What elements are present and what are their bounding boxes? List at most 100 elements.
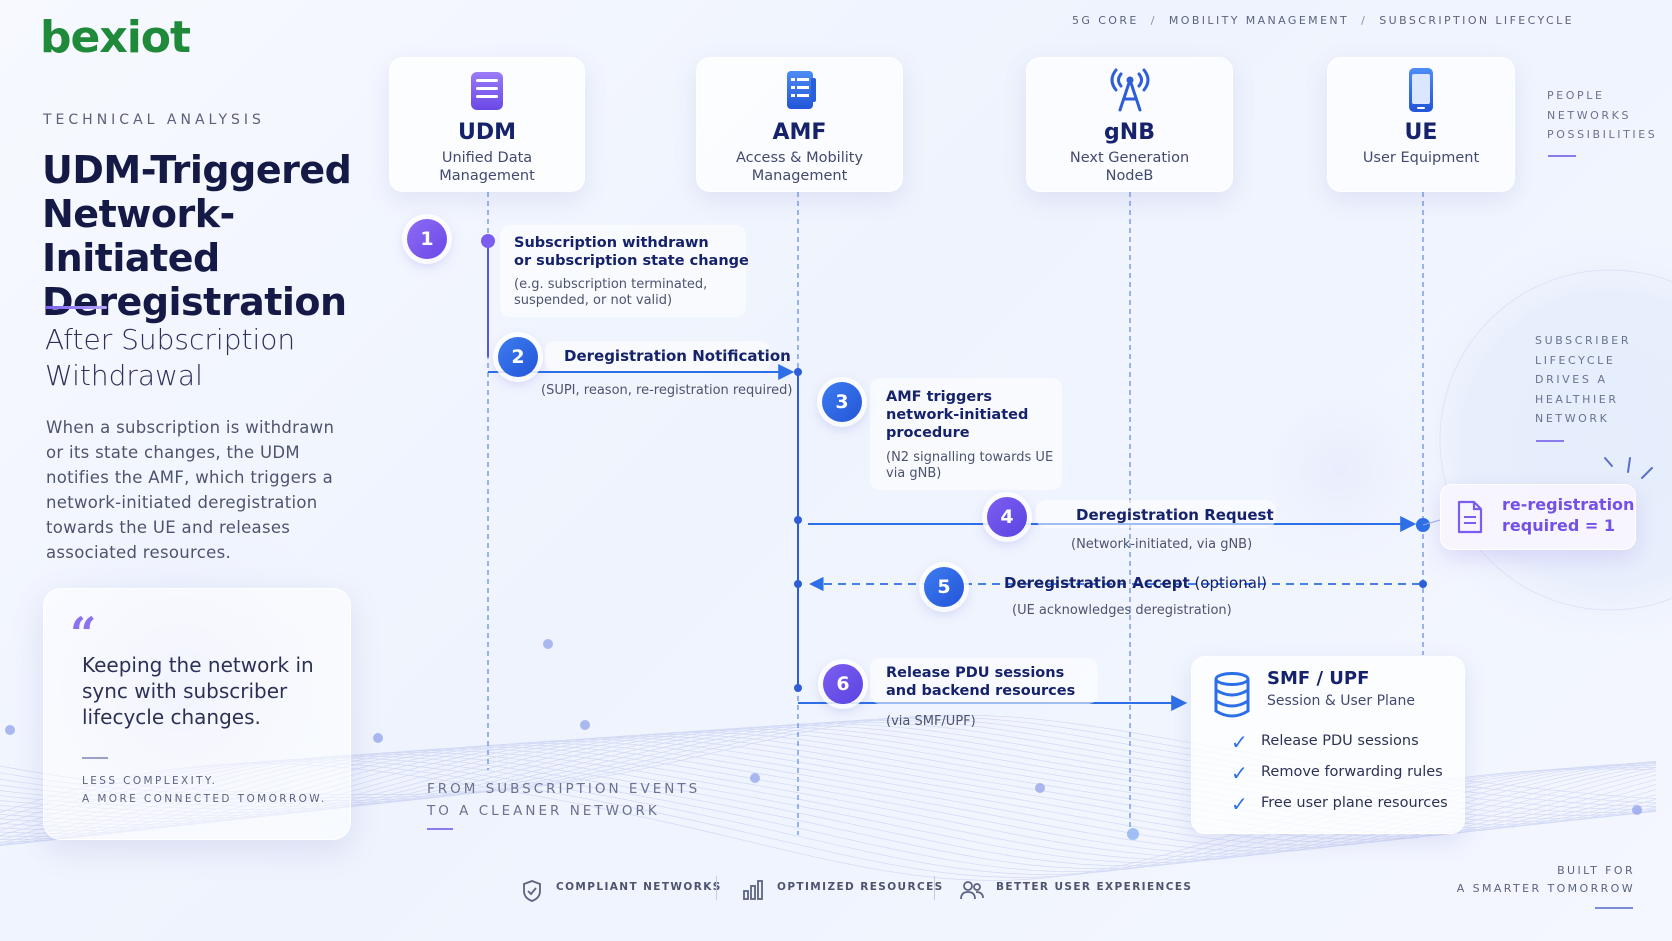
entity-description-line: Management <box>751 168 848 184</box>
document-stack-icon <box>786 71 816 109</box>
step1-panel <box>500 225 746 317</box>
users-icon <box>960 881 984 900</box>
step4-panel <box>1036 500 1276 528</box>
tagline-line: BUILT FOR <box>1557 864 1635 877</box>
check-icon: ✓ <box>1231 792 1248 816</box>
step3-panel <box>870 378 1062 490</box>
quote-text: Keeping the network in sync with subscri… <box>82 653 314 729</box>
footer-divider <box>716 876 717 900</box>
database-server-icon <box>471 72 503 110</box>
entity-description-line: User Equipment <box>1362 150 1480 166</box>
entity-card-amf[interactable]: AMF Access & Mobility Management <box>696 57 903 192</box>
step-badge-4: 4 <box>987 497 1027 537</box>
smf-subtitle: Session & User Plane <box>1267 693 1415 709</box>
brand-logo[interactable]: bexiot <box>40 12 191 63</box>
step6-title: Release PDU sessions and backend resourc… <box>886 664 1075 700</box>
step3-note: (N2 signalling towards UE via gNB) <box>886 450 1053 482</box>
entity-name: AMF <box>772 120 827 145</box>
side-note-line: NETWORK <box>1535 412 1610 425</box>
page-subtitle: After Subscription Withdrawal <box>45 323 296 392</box>
step1-note: (e.g. subscription terminated, suspended… <box>514 277 707 309</box>
side-note-line: NETWORKS <box>1547 108 1632 122</box>
shield-check-icon <box>523 880 541 902</box>
step-badge-6: 6 <box>823 664 863 704</box>
step5-title: Deregistration Accept (optional) <box>1004 574 1267 592</box>
entity-name: gNB <box>1104 120 1155 145</box>
quote-icon: “ <box>70 607 97 661</box>
document-icon <box>1457 500 1483 534</box>
quote-card <box>43 588 351 840</box>
eyebrow-label: TECHNICAL ANALYSIS <box>43 112 265 128</box>
step-badge-1: 1 <box>407 219 447 259</box>
step3-title-line: network-initiated <box>886 407 1029 423</box>
entity-name: UDM <box>457 120 517 145</box>
database-icon <box>1214 672 1250 718</box>
entity-description-line: Management <box>439 168 535 184</box>
step6-title-line: and backend resources <box>886 683 1076 699</box>
entity-description-line: Unified Data <box>441 150 533 166</box>
entity-card-gnb[interactable]: gNB Next Generation NodeB <box>1026 57 1233 192</box>
smf-item: Remove forwarding rules <box>1261 764 1443 780</box>
entity-description: Unified Data Management <box>390 149 584 185</box>
flow-caption-line: FROM SUBSCRIPTION EVENTS <box>427 781 701 797</box>
step3-title: AMF triggers network-initiated procedure <box>886 388 1028 442</box>
step4-title: Deregistration Request <box>1076 506 1274 524</box>
entity-description-line: Next Generation <box>1069 150 1190 166</box>
udm-event-dot <box>481 234 495 248</box>
step3-title-line: AMF triggers <box>886 389 993 405</box>
footer-better-user-experiences: BETTER USER EXPERIENCES <box>996 881 1193 893</box>
step2-panel <box>545 341 770 371</box>
step4-note: (Network-initiated, via gNB) <box>1071 537 1253 552</box>
tagline-divider <box>1595 907 1633 909</box>
entity-card-udm[interactable]: UDM Unified Data Management <box>389 57 585 192</box>
smf-title: SMF / UPF <box>1267 668 1370 689</box>
side-note-line: PEOPLE <box>1547 89 1605 102</box>
entity-description: Next Generation NodeB <box>1027 149 1232 185</box>
reregistration-line: required = 1 <box>1502 516 1615 535</box>
side-note-line: SUBSCRIBER <box>1535 334 1632 347</box>
side-note-divider <box>1536 440 1564 442</box>
entity-card-ue[interactable]: UE User Equipment <box>1327 57 1515 192</box>
breadcrumb-item[interactable]: SUBSCRIPTION LIFECYCLE <box>1379 14 1575 27</box>
footer-divider <box>934 876 935 900</box>
quote-footer-line: LESS COMPLEXITY. <box>82 775 218 787</box>
bar-chart-icon <box>743 880 763 900</box>
step5-title-main: Deregistration Accept <box>1004 574 1190 592</box>
step5-title-suffix: (optional) <box>1189 574 1267 592</box>
flow-caption-divider <box>427 828 453 830</box>
breadcrumb-separator: / <box>1150 14 1157 27</box>
side-note-top: PEOPLE NETWORKS POSSIBILITIES <box>1547 86 1657 145</box>
side-note-line: DRIVES A <box>1535 373 1608 386</box>
entity-description-line: NodeB <box>1105 168 1154 184</box>
step3-note-line: (N2 signalling towards UE <box>886 450 1054 465</box>
step6-panel <box>870 658 1098 704</box>
smf-item: Release PDU sessions <box>1261 733 1419 749</box>
smf-item: Free user plane resources <box>1261 795 1448 811</box>
check-icon: ✓ <box>1231 761 1248 785</box>
step1-note-line: suspended, or not valid) <box>514 293 673 308</box>
reregistration-flag: re-registration required = 1 <box>1502 494 1634 536</box>
entity-description: Access & Mobility Management <box>697 149 902 185</box>
entity-description-line: Access & Mobility <box>735 150 864 166</box>
breadcrumb-item[interactable]: 5G CORE <box>1072 14 1139 27</box>
tagline: BUILT FOR A SMARTER TOMORROW <box>1440 862 1635 898</box>
page-description: When a subscription is withdrawn or its … <box>46 418 335 562</box>
side-note-middle: SUBSCRIBER LIFECYCLE DRIVES A HEALTHIER … <box>1535 331 1631 429</box>
breadcrumb-separator: / <box>1361 14 1368 27</box>
entity-description: User Equipment <box>1328 149 1514 167</box>
step1-note-line: (e.g. subscription terminated, <box>514 277 708 292</box>
step2-title: Deregistration Notification <box>564 347 791 365</box>
reregistration-line: re-registration <box>1502 495 1635 514</box>
step2-note: (SUPI, reason, re-registration required) <box>541 383 793 398</box>
step-badge-3: 3 <box>822 382 862 422</box>
footer-optimized-resources: OPTIMIZED RESOURCES <box>777 881 944 893</box>
step-badge-2: 2 <box>498 337 538 377</box>
tagline-line: A SMARTER TOMORROW <box>1456 882 1635 895</box>
breadcrumb-item[interactable]: MOBILITY MANAGEMENT <box>1168 14 1350 27</box>
flow-caption-line: TO A CLEANER NETWORK <box>427 803 660 819</box>
entity-name: UE <box>1404 120 1438 145</box>
step3-title-line: procedure <box>886 425 970 441</box>
title-divider <box>45 306 107 309</box>
side-note-divider <box>1548 155 1576 157</box>
quote-footer-line: A MORE CONNECTED TOMORROW. <box>82 793 327 805</box>
